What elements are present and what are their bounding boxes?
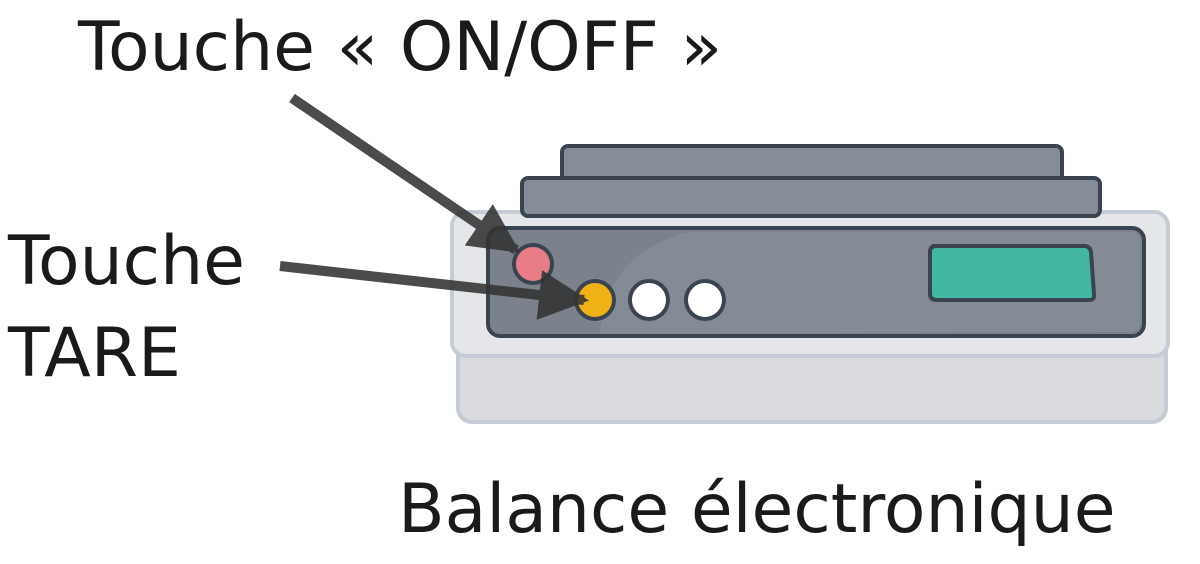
tare-button-label-line2: TARE bbox=[8, 314, 181, 393]
function-button-2[interactable] bbox=[684, 279, 726, 321]
function-button-1[interactable] bbox=[628, 279, 670, 321]
on-off-button[interactable] bbox=[512, 243, 554, 285]
tare-button-label-line1: Touche bbox=[8, 222, 246, 301]
on-off-button-label: Touche « ON/OFF » bbox=[78, 8, 723, 87]
on-off-pointer-arrow bbox=[289, 93, 521, 255]
pointer-arrows bbox=[279, 93, 589, 320]
control-panel bbox=[486, 226, 1146, 338]
weight-display bbox=[928, 244, 1097, 302]
weighing-platform bbox=[520, 144, 1102, 218]
tare-pointer-arrow bbox=[279, 261, 589, 320]
platform-lower-plate bbox=[520, 176, 1102, 218]
diagram-caption: Balance électronique bbox=[398, 470, 1116, 549]
